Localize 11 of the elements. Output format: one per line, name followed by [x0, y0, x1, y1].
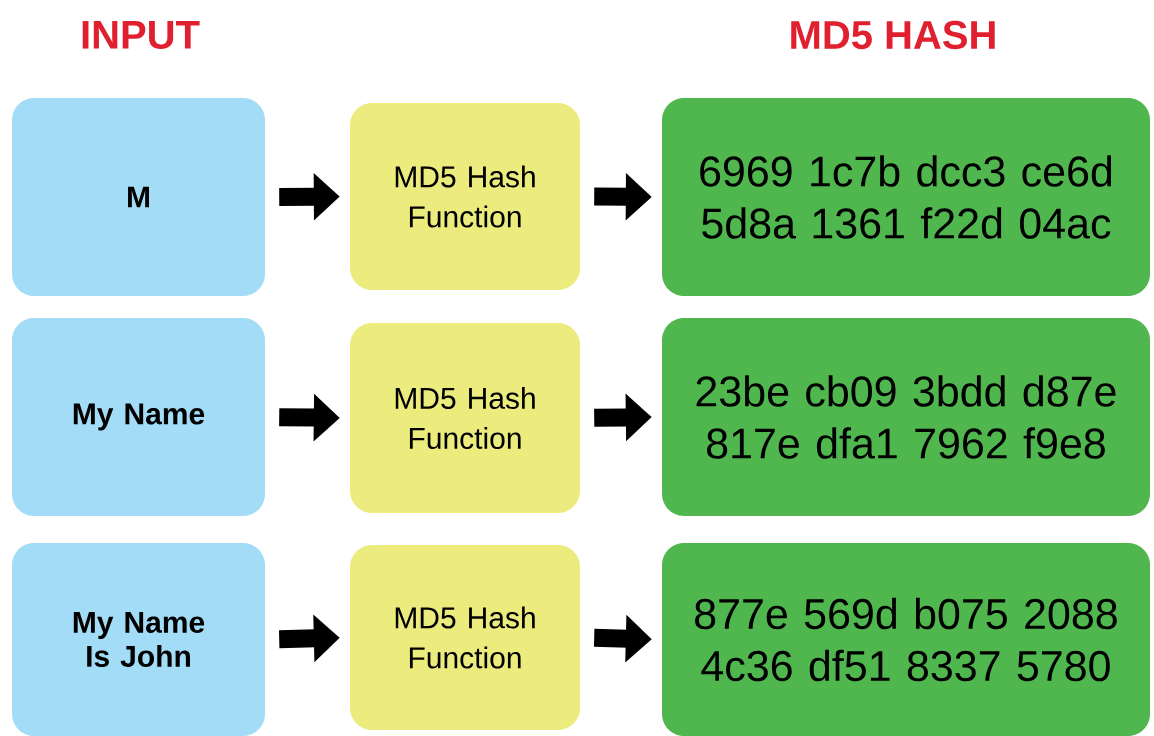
function-box: MD5 Hash Function	[350, 323, 580, 513]
hash-output-box: 877e 569d b075 2088 4c36 df51 8337 5780	[662, 543, 1150, 736]
function-box: MD5 Hash Function	[350, 545, 580, 730]
function-box: MD5 Hash Function	[350, 103, 580, 290]
column-heading: INPUT	[82, 21, 200, 49]
input-box: My Name Is John	[12, 543, 265, 736]
hash-output-box: 6969 1c7b dcc3 ce6d 5d8a 1361 f22d 04ac	[662, 98, 1150, 296]
input-box: My Name	[12, 318, 265, 516]
column-heading: MD5 HASH	[791, 20, 995, 50]
input-box: M	[12, 98, 265, 296]
hash-output-box: 23be cb09 3bdd d87e 817e dfa1 7962 f9e8	[662, 318, 1150, 516]
